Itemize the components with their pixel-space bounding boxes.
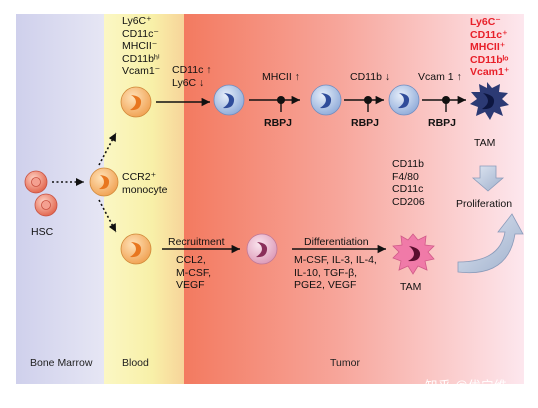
intermediate-cell-2	[310, 84, 342, 116]
step1-line2: Ly6C ↓	[172, 76, 205, 89]
region-label-tumor: Tumor	[330, 357, 360, 369]
monocyte-marker: CD11bʰⁱ	[122, 52, 160, 65]
rbpj-label-3: RBPJ	[428, 117, 457, 129]
tam-marker: MHCII⁺	[470, 41, 506, 53]
differentiation-factor: IL-10, TGF-β,	[294, 266, 358, 279]
recruitment-label: Recruitment	[168, 236, 225, 248]
differentiation-factor: M-CSF, IL-3, IL-4,	[294, 254, 377, 266]
tam-surface-marker-list: CD11b F4/80 CD11c CD206	[392, 158, 425, 208]
bottom-monocyte-cell	[120, 233, 152, 265]
differentiation-factor-list: M-CSF, IL-3, IL-4, IL-10, TGF-β, PGE2, V…	[294, 254, 377, 292]
recruitment-factor-list: CCL2, M-CSF, VEGF	[176, 254, 211, 292]
monocyte-marker: MHCII⁻	[122, 40, 158, 52]
hsc-cell-2	[34, 193, 58, 217]
region-label-blood: Blood	[122, 357, 149, 369]
step2-label: MHCII ↑	[262, 71, 300, 83]
tam-marker: Vcam1⁺	[470, 66, 510, 78]
differentiation-label: Differentiation	[304, 236, 369, 248]
tam-surface-marker: CD206	[392, 195, 425, 208]
tam-surface-marker: F4/80	[392, 170, 419, 183]
tam-marker: CD11bˡᵒ	[470, 53, 509, 66]
ccr2-monocyte-label: CCR2⁺ monocyte	[122, 171, 168, 196]
monocyte-marker: Vcam1⁻	[122, 65, 161, 77]
watermark: 知乎 @优宁维	[425, 379, 508, 393]
monocyte-marker-list: Ly6C⁺ CD11c⁻ MHCII⁻ CD11bʰⁱ Vcam1⁻	[122, 15, 160, 78]
tam-marker: Ly6C⁻	[470, 16, 501, 28]
tam-marker: CD11c⁺	[470, 28, 508, 41]
recruitment-factor: M-CSF,	[176, 266, 211, 279]
monocyte-marker: CD11c⁻	[122, 27, 159, 40]
ccr2-monocyte-cell	[89, 167, 119, 197]
ly6c-monocyte-cell	[120, 86, 152, 118]
tam-marker-list: Ly6C⁻ CD11c⁺ MHCII⁺ CD11bˡᵒ Vcam1⁺	[470, 16, 509, 79]
tam-surface-marker: CD11c	[392, 183, 424, 195]
proliferation-label: Proliferation	[456, 198, 513, 210]
recruited-monocyte-cell	[246, 233, 278, 265]
region-label-bone-marrow: Bone Marrow	[30, 357, 93, 369]
step3-label: CD11b ↓	[350, 71, 391, 83]
tam-cell-top	[470, 82, 509, 120]
tam-top-label: TAM	[474, 137, 496, 149]
rbpj-label-1: RBPJ	[264, 117, 293, 129]
step1-line1: CD11c ↑	[172, 64, 212, 76]
step1-label: CD11c ↑ Ly6C ↓	[172, 64, 211, 89]
ccr2-line1: CCR2⁺	[122, 171, 157, 183]
differentiation-factor: PGE2, VEGF	[294, 279, 357, 291]
hsc-label: HSC	[31, 226, 54, 238]
down-arrow-icon	[471, 165, 505, 192]
tam-bottom-label: TAM	[400, 281, 422, 293]
hsc-cell-1	[24, 170, 48, 194]
intermediate-cell-3	[388, 84, 420, 116]
intermediate-cell-1	[213, 84, 245, 116]
tam-cell-bottom	[392, 233, 435, 275]
monocyte-marker: Ly6C⁺	[122, 15, 152, 27]
tam-surface-marker: CD11b	[392, 158, 424, 170]
recruitment-factor: CCL2,	[176, 254, 206, 266]
rbpj-label-2: RBPJ	[351, 117, 380, 129]
recruitment-factor: VEGF	[176, 279, 205, 291]
proliferation-curve-icon	[457, 213, 524, 274]
ccr2-line2: monocyte	[122, 183, 168, 196]
step4-label: Vcam 1 ↑	[418, 71, 462, 83]
